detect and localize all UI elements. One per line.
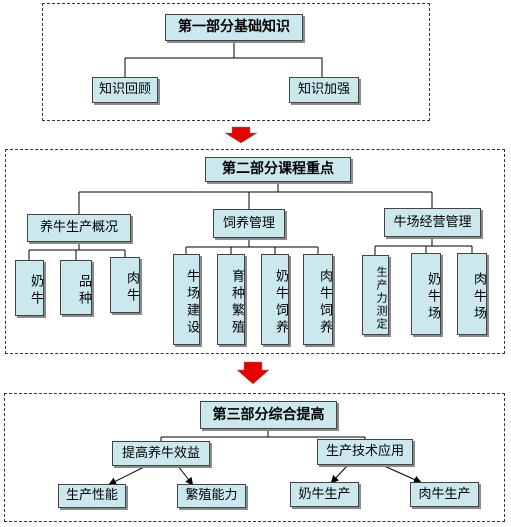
part3-leaf-performance: 生产性能 bbox=[58, 484, 126, 508]
part1-title: 第一部分基础知识 bbox=[165, 14, 303, 41]
part2-group-overview: 养牛生产概况 bbox=[27, 214, 131, 242]
part3-leaf-reproduction: 繁殖能力 bbox=[177, 484, 246, 508]
part2-frame bbox=[5, 149, 505, 354]
part3-group-efficiency: 提高养牛效益 bbox=[112, 441, 210, 466]
part1-item-review: 知识回顾 bbox=[92, 77, 158, 103]
part2-leaf-dairy-farm: 奶牛场 bbox=[411, 253, 441, 335]
part3-group-technology: 生产技术应用 bbox=[317, 439, 413, 465]
part1-frame bbox=[42, 3, 430, 121]
part2-leaf-beef-feeding: 肉牛饲养 bbox=[303, 254, 333, 345]
part2-group-feeding: 饲养管理 bbox=[213, 209, 285, 238]
part2-leaf-farm-build: 牛场建设 bbox=[173, 254, 200, 345]
part2-leaf-beef-farm: 肉牛场 bbox=[457, 253, 487, 335]
part2-leaf-dairy-feeding: 奶牛饲养 bbox=[261, 254, 289, 345]
part2-leaf-productivity: 生产力测定 bbox=[362, 255, 389, 335]
part1-item-strengthen: 知识加强 bbox=[289, 77, 359, 103]
part3-leaf-dairy-production: 奶牛生产 bbox=[290, 482, 359, 507]
part3-title: 第三部分综合提高 bbox=[200, 401, 337, 429]
part2-leaf-dairy: 奶牛 bbox=[15, 260, 44, 316]
part2-leaf-beef: 肉牛 bbox=[110, 257, 140, 313]
part2-leaf-breed: 品种 bbox=[60, 260, 92, 315]
part3-leaf-beef-production: 肉牛生产 bbox=[410, 482, 479, 507]
part2-leaf-breeding: 育种繁殖 bbox=[217, 254, 245, 345]
part3-frame bbox=[4, 393, 505, 522]
part2-title: 第二部分课程重点 bbox=[205, 157, 351, 182]
part2-group-management: 牛场经营管理 bbox=[384, 208, 481, 237]
